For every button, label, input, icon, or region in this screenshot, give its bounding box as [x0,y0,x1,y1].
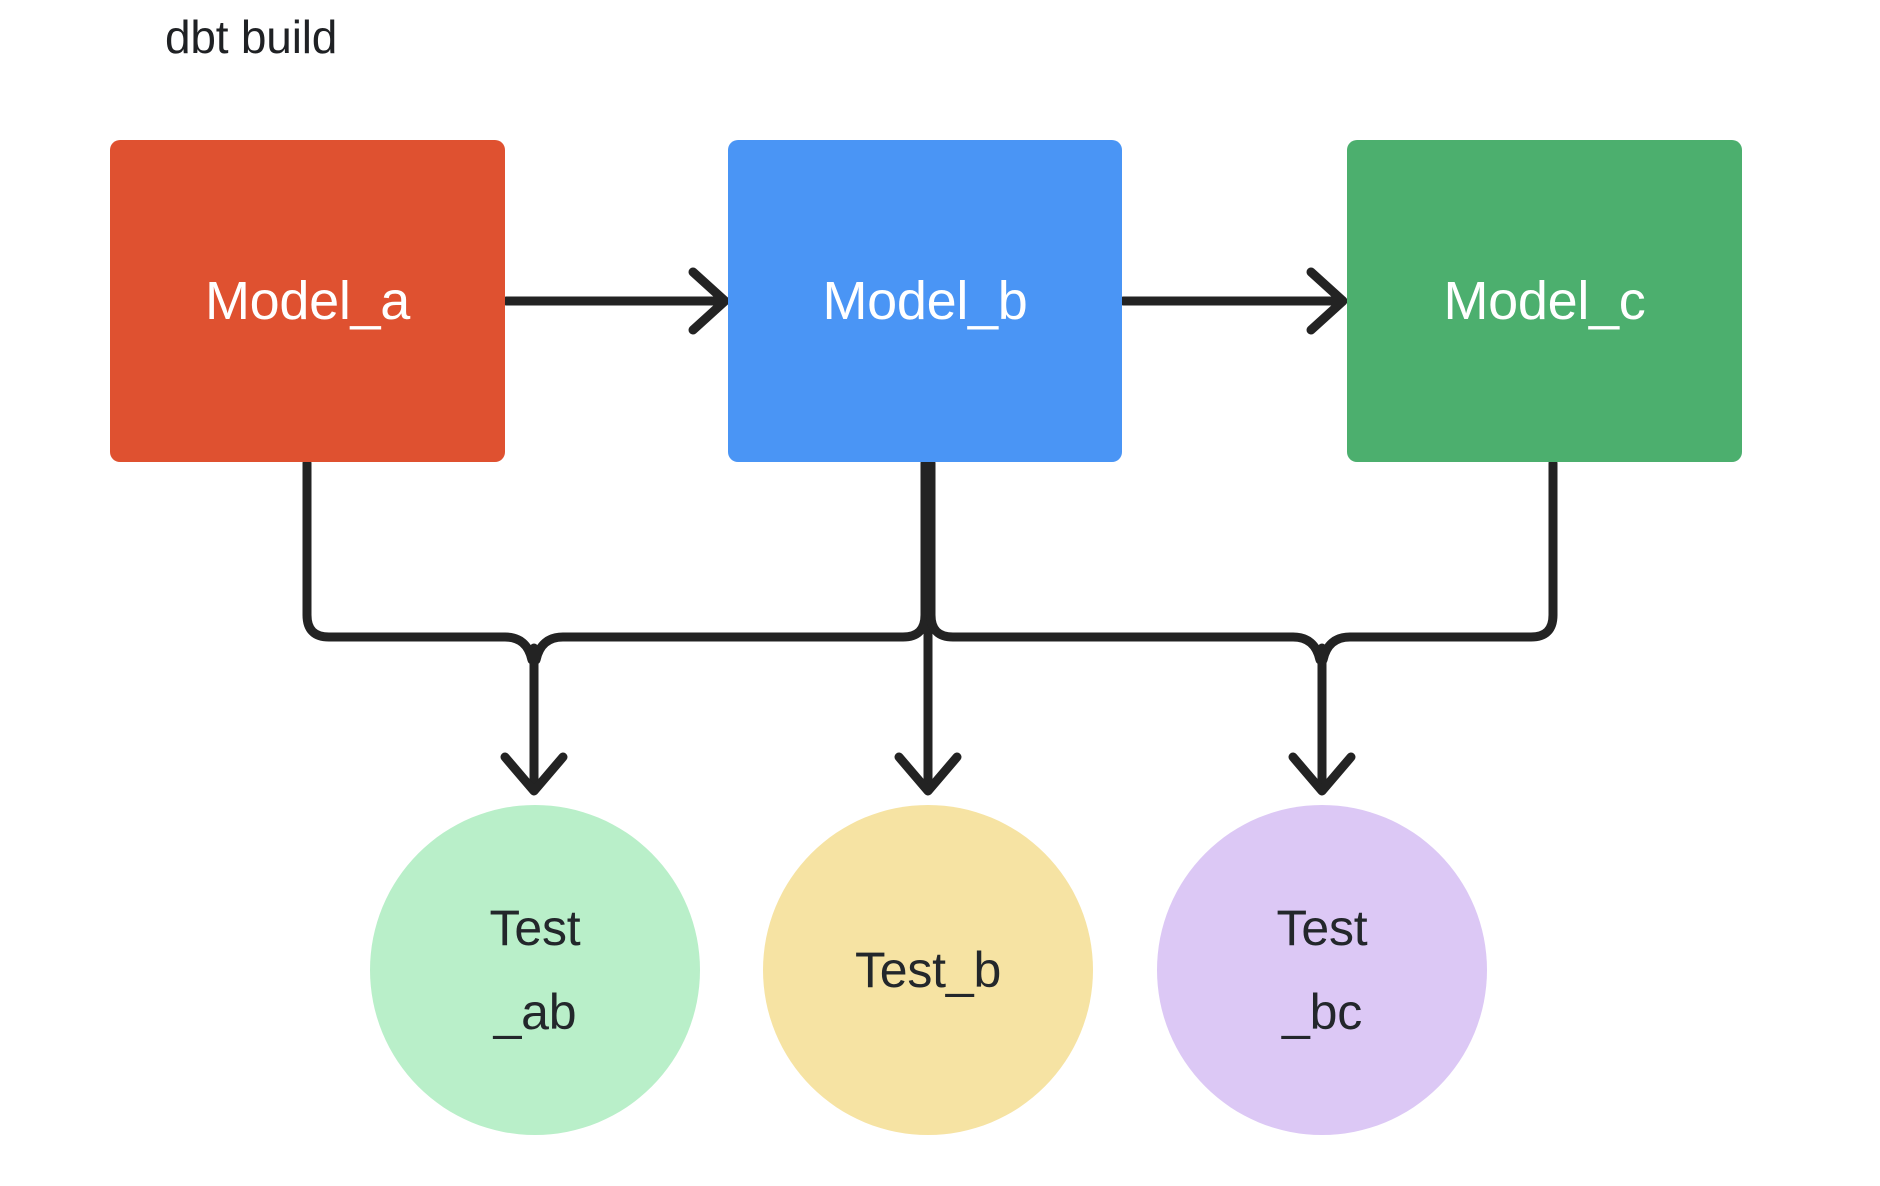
node-model-a-label: Model_a [204,271,411,331]
node-test-b[interactable]: Test_b [763,805,1093,1135]
node-model-a[interactable]: Model_a [110,140,505,462]
node-model-c-label: Model_c [1443,271,1646,331]
arrow-into-test-bc [1288,643,1356,796]
edge-model-a-to-test-ab [302,458,537,665]
edge-model-b-to-test-bc [926,458,1325,665]
edge-model-b-to-test-ab [531,458,930,665]
node-model-c[interactable]: Model_c [1347,140,1742,462]
node-test-bc-label: Test _bc [1276,900,1368,1040]
node-model-b-label: Model_b [822,271,1028,331]
arrowhead-icon [1288,752,1356,796]
node-test-bc[interactable]: Test _bc [1157,805,1487,1135]
edge-model-b-to-model-c [1118,267,1348,335]
arrowhead-icon [1306,267,1348,335]
arrow-into-test-ab [500,643,568,796]
arrowhead-icon [894,752,962,796]
node-test-ab-label: Test _ab [489,900,581,1040]
edge-model-a-to-model-b [501,267,730,335]
page-title: dbt build [165,11,338,63]
arrowhead-icon [500,752,568,796]
node-test-b-label: Test_b [854,942,1002,998]
node-model-b[interactable]: Model_b [728,140,1122,462]
node-test-ab[interactable]: Test _ab [370,805,700,1135]
arrowhead-icon [688,267,730,335]
edge-model-c-to-test-bc [1318,458,1558,665]
